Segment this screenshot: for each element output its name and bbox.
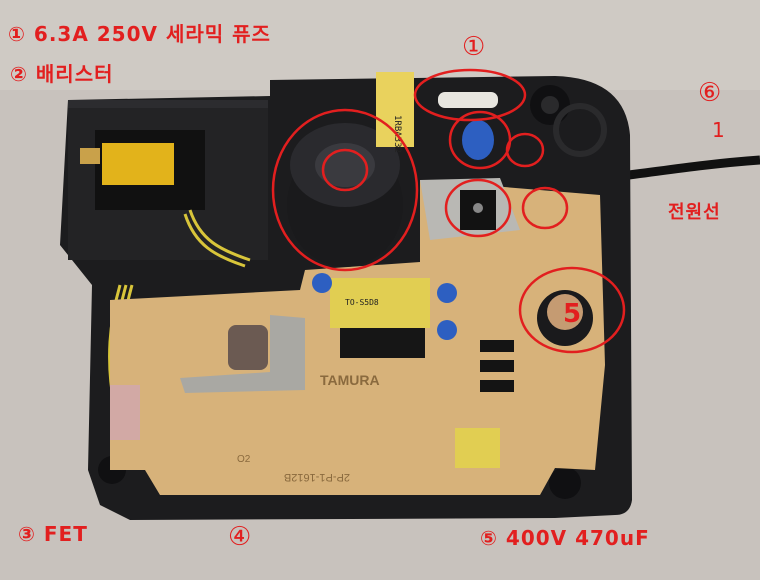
small-capacitor (228, 325, 268, 370)
transformer (330, 278, 430, 328)
screw-boss (549, 467, 581, 499)
annotation-circle-inner (321, 148, 369, 192)
annotation-4: ④ (228, 522, 253, 552)
heatsink-bracket (180, 315, 305, 393)
annotation-top-mark: ① (462, 32, 487, 62)
annotation-right-mark: ⑥ (698, 78, 723, 108)
annotation-circle-capacitor (271, 108, 419, 272)
annotation-circle-fet (444, 178, 512, 238)
transformer-label: TO-S5D8 (345, 298, 379, 307)
annotation-varistor: ② 배리스터 (10, 62, 114, 86)
ic-chip (480, 340, 514, 352)
annotation-fuse: ① 6.3A 250V 세라믹 퓨즈 (8, 22, 271, 46)
varistor (462, 120, 494, 160)
board-code: O2 (237, 454, 251, 465)
annotation-circle-470uf (518, 266, 626, 354)
ic-chip (480, 360, 514, 372)
circle-5-label: 5 (563, 299, 581, 329)
annotation-circle-small (505, 132, 545, 168)
ceramic-fuse (438, 92, 498, 108)
annotation-circle-fet-2 (521, 186, 569, 230)
relay-component (376, 72, 414, 147)
ic-chip (480, 380, 514, 392)
annotation-right-number: 1 (712, 118, 726, 142)
annotation-470uf: ⑤ 400V 470uF (480, 526, 650, 550)
yellow-switch (102, 143, 174, 185)
board-brand: TAMURA (320, 372, 380, 388)
annotation-power-cord: 전원선 (668, 202, 721, 223)
board-part-number: 2P-P1-1612B (284, 471, 350, 483)
annotation-fet: ③ FET (18, 522, 88, 546)
annotation-circle-fuse (413, 68, 527, 122)
small-transformer (455, 428, 500, 468)
connector (110, 385, 140, 440)
